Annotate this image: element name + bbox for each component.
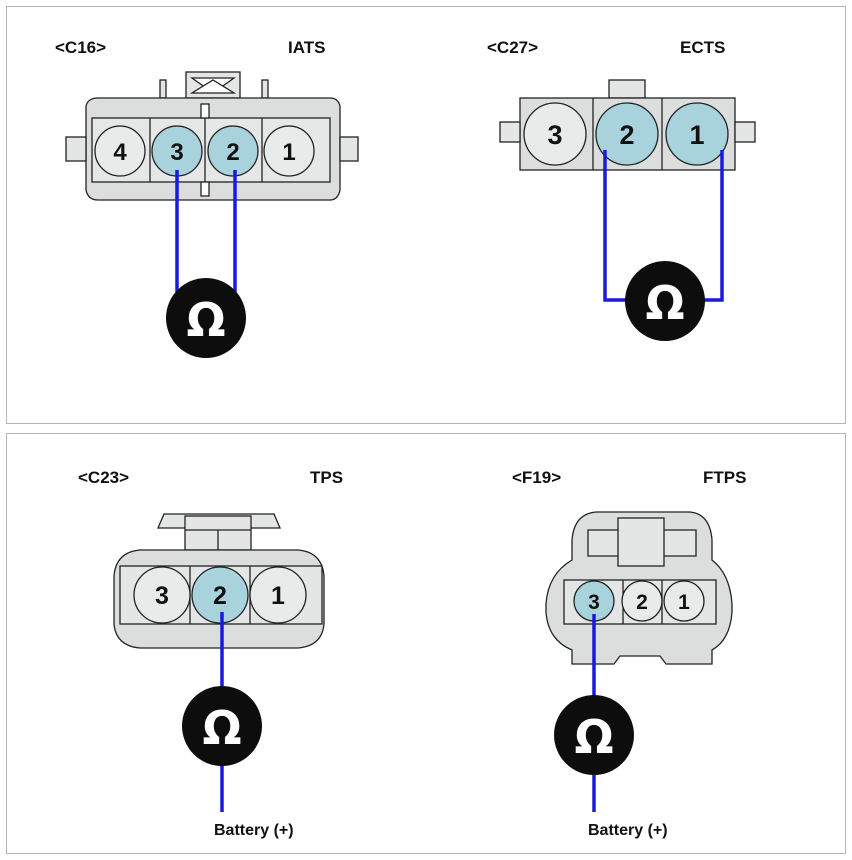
pin-4-c16 — [94, 125, 146, 177]
pin-label-4-c16: 4 — [113, 139, 127, 166]
connector-id-c16: <C16> — [55, 38, 107, 57]
top-panel — [6, 6, 846, 424]
ohm-meter-icon — [554, 695, 634, 775]
ohm-meter-icon — [625, 261, 705, 341]
pin-label-3-c16: 3 — [170, 139, 183, 166]
connector-id-c27: <C27> — [487, 38, 539, 57]
pin-label-1-c16: 1 — [282, 139, 295, 166]
battery-positive-label-ftps: Battery (+) — [588, 822, 668, 839]
pin-2-c16 — [207, 125, 259, 177]
pin-label-1-f19: 1 — [678, 591, 690, 614]
pin-2-c27 — [595, 102, 659, 166]
omega-symbol: Ω — [202, 701, 241, 755]
pin-label-1-c27: 1 — [689, 120, 704, 150]
pin-1-c27 — [665, 102, 729, 166]
pin-label-2-c23: 2 — [213, 582, 227, 610]
pin-1-f19 — [663, 580, 705, 622]
pin-label-2-c16: 2 — [226, 139, 239, 166]
omega-symbol: Ω — [645, 276, 684, 330]
sensor-name-tps: TPS — [310, 468, 344, 487]
omega-symbol: Ω — [574, 710, 613, 764]
pin-1-c16 — [263, 125, 315, 177]
ohm-meter-icon — [166, 278, 246, 358]
pin-label-3-f19: 3 — [588, 591, 600, 614]
sensor-name-ftps: FTPS — [703, 468, 747, 487]
pin-label-3-c23: 3 — [155, 582, 169, 610]
pin-1-c23 — [249, 566, 307, 624]
pin-3-c23 — [133, 566, 191, 624]
pin-label-2-f19: 2 — [636, 591, 648, 614]
omega-symbol: Ω — [186, 293, 225, 347]
connector-id-c23: <C23> — [78, 468, 130, 487]
wire-c27-pin1 — [700, 150, 724, 302]
ohm-meter-icon — [182, 686, 262, 766]
wire-c27-pin2 — [603, 150, 630, 302]
battery-positive-label-tps: Battery (+) — [214, 822, 294, 839]
pin-label-3-c27: 3 — [547, 120, 562, 150]
pin-label-2-c27: 2 — [619, 120, 634, 150]
pin-2-f19 — [621, 580, 663, 622]
connector-id-f19: <F19> — [512, 468, 562, 487]
sensor-name-ects: ECTS — [680, 38, 726, 57]
pin-2-c23 — [191, 566, 249, 624]
pin-3-c27 — [523, 102, 587, 166]
pin-label-1-c23: 1 — [271, 582, 285, 610]
sensor-name-iats: IATS — [288, 38, 326, 57]
